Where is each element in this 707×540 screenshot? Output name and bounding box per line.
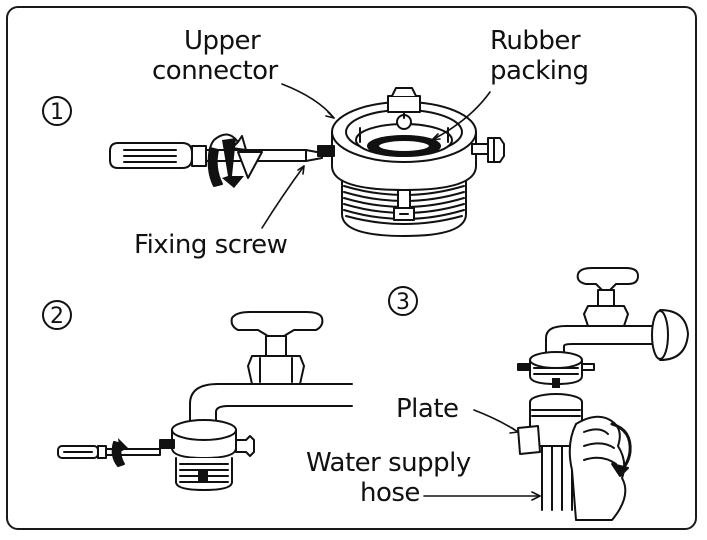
step-2-badge: 2 [42,300,72,330]
step1-leaders [261,83,491,229]
step3-hose-and-hand [517,393,632,521]
rubber-packing-label-line2: packing [490,56,589,86]
step2-screwdriver [57,438,161,467]
step3-faucet [517,267,689,388]
step3-leaders [423,409,541,501]
step-1-badge: 1 [42,96,72,126]
water-supply-hose-label-line2: hose [360,478,420,508]
step1-screwdriver [109,133,323,188]
upper-connector-label-line2: connector [152,56,278,86]
diagram-frame [6,6,697,530]
fixing-screw-label: Fixing screw [134,230,288,260]
step1-connector [317,87,505,237]
water-supply-hose-label-line1: Water supply [306,448,471,478]
step-3-badge: 3 [388,286,418,316]
upper-connector-label-line1: Upper [184,26,261,56]
plate-label: Plate [396,394,459,424]
step2-faucet [159,311,353,491]
rubber-packing-label-line1: Rubber [490,26,581,56]
